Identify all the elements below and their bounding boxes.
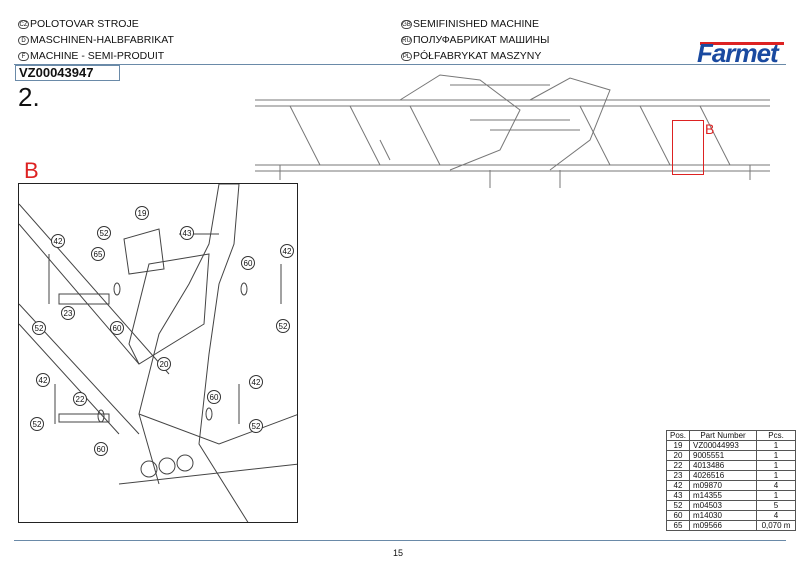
callout-42: 42 xyxy=(249,375,263,389)
callout-42: 42 xyxy=(51,234,65,248)
cell-part-number: m09870 xyxy=(689,480,758,491)
machine-overview-drawing xyxy=(255,74,770,188)
callout-43: 43 xyxy=(180,226,194,240)
cell-part-number: m14355 xyxy=(689,490,758,501)
callout-60: 60 xyxy=(241,256,255,270)
lang-badge: GB xyxy=(401,19,412,29)
cell-pos: 23 xyxy=(665,470,691,481)
callout-60: 60 xyxy=(110,321,124,335)
logo-bar xyxy=(700,42,784,45)
callout-52: 52 xyxy=(249,419,263,433)
cell-pos: 42 xyxy=(665,480,691,491)
detail-label-b: B xyxy=(24,158,39,183)
cell-part-number: m04503 xyxy=(689,500,758,511)
title-text: MACHINE - SEMI-PRODUIT xyxy=(30,50,165,62)
title-text: MASCHINEN-HALBFABRIKAT xyxy=(30,34,174,46)
cell-pcs: 0,070 m xyxy=(756,520,797,531)
cell-part-number: VZ00044993 xyxy=(689,440,758,451)
callout-60: 60 xyxy=(94,442,108,456)
cell-pcs: 1 xyxy=(756,450,797,461)
cell-pos: 43 xyxy=(665,490,691,501)
title-text: PÓŁFABRYKAT MASZYNY xyxy=(413,50,542,62)
callout-23: 23 xyxy=(61,306,75,320)
callout-22: 22 xyxy=(73,392,87,406)
lang-badge: D xyxy=(18,35,29,45)
callout-52: 52 xyxy=(32,321,46,335)
title-text: ПОЛУФАБРИКАТ МАШИНЫ xyxy=(413,34,550,46)
header-pcs: Pcs. xyxy=(756,430,797,441)
cell-pos: 22 xyxy=(665,460,691,471)
lang-badge: RU xyxy=(401,35,412,45)
title-text: SEMIFINISHED MACHINE xyxy=(413,18,540,30)
footer-divider xyxy=(14,540,786,541)
overview-label-b: B xyxy=(705,121,715,137)
lang-badge: PL xyxy=(401,51,412,61)
cell-pos: 65 xyxy=(665,520,691,531)
header-part-number: Part Number xyxy=(689,430,758,441)
cell-pcs: 1 xyxy=(756,470,797,481)
cell-pcs: 1 xyxy=(756,440,797,451)
page-number: 15 xyxy=(393,548,404,558)
lang-badge: CZ xyxy=(18,19,29,29)
callout-42: 42 xyxy=(280,244,294,258)
callout-52: 52 xyxy=(30,417,44,431)
cell-pcs: 1 xyxy=(756,460,797,471)
cell-pos: 19 xyxy=(665,440,691,451)
callout-60: 60 xyxy=(207,390,221,404)
cell-pcs: 5 xyxy=(756,500,797,511)
detail-drawing xyxy=(19,184,297,522)
cell-part-number: 4026516 xyxy=(689,470,758,481)
callout-65: 65 xyxy=(91,247,105,261)
title-text: POLOTOVAR STROJE xyxy=(30,18,139,30)
cell-pcs: 4 xyxy=(756,480,797,491)
callout-42: 42 xyxy=(36,373,50,387)
lang-badge: F xyxy=(18,51,29,61)
header-divider xyxy=(14,64,786,65)
cell-pcs: 1 xyxy=(756,490,797,501)
callout-19: 19 xyxy=(135,206,149,220)
header-pos: Pos. xyxy=(665,430,691,441)
cell-part-number: 4013486 xyxy=(689,460,758,471)
detail-b-view: 19 43 52 42 65 42 60 23 52 60 52 20 42 22 42 60 52 52 60 xyxy=(18,183,298,523)
cell-part-number: 9005551 xyxy=(689,450,758,461)
callout-52: 52 xyxy=(276,319,290,333)
cell-part-number: m09566 xyxy=(689,520,758,531)
table-header-row: Pos. Part Number Pcs. xyxy=(665,430,797,441)
cell-part-number: m14030 xyxy=(689,510,758,521)
farmet-logo: Farmet xyxy=(697,38,779,68)
step-number: 2. xyxy=(18,82,40,112)
detail-b-marker xyxy=(672,120,704,175)
callout-52: 52 xyxy=(97,226,111,240)
callout-20: 20 xyxy=(157,357,171,371)
cell-pos: 60 xyxy=(665,510,691,521)
machine-code: VZ00043947 xyxy=(15,65,120,81)
cell-pcs: 4 xyxy=(756,510,797,521)
cell-pos: 52 xyxy=(665,500,691,511)
cell-pos: 20 xyxy=(665,450,691,461)
